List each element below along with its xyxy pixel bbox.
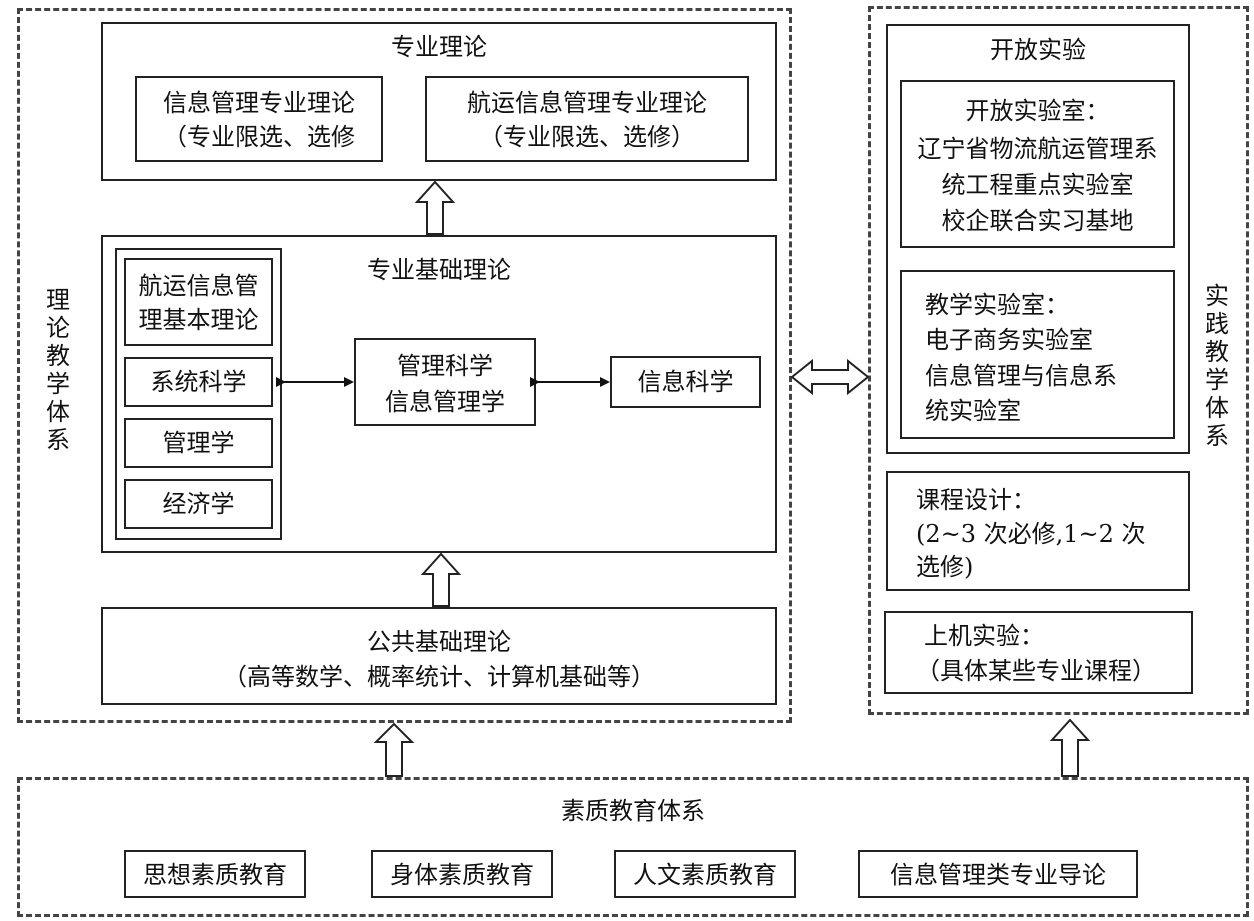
- computer-experiment-line2: （具体某些专业课程）: [916, 657, 1156, 685]
- mgmt-science-line1: 管理科学: [397, 352, 493, 380]
- practice-system-frame: [868, 6, 1249, 715]
- shipping-info-basic-line1: 航运信息管: [138, 272, 259, 300]
- shipping-info-mgmt-theory-line1: 航运信息管理专业理论: [467, 89, 707, 117]
- public-basic-box: [101, 607, 777, 705]
- open-lab-box: [900, 80, 1175, 248]
- quality-item-ideological-label: 思想素质教育: [143, 861, 287, 889]
- shipping-info-basic-box: [124, 258, 273, 346]
- public-basic-title: 公共基础理论: [367, 628, 511, 656]
- mgmt-science-line2: 信息管理学: [385, 388, 505, 416]
- quality-item-humanities-label: 人文素质教育: [633, 861, 777, 889]
- teaching-lab-box: [900, 270, 1175, 439]
- teaching-lab-line3: 信息管理与信息系: [925, 362, 1117, 390]
- teaching-lab-line1: 教学实验室：: [925, 291, 1069, 319]
- shipping-info-basic-line2: 理基本理论: [138, 306, 259, 334]
- open-lab-line4: 校企联合实习基地: [941, 207, 1134, 235]
- shipping-info-mgmt-theory-box: [425, 76, 749, 162]
- management-box: [124, 418, 273, 468]
- practice-system-label: 实践教学体系: [1205, 282, 1229, 450]
- up-arrow-public-to-basic: [420, 552, 462, 607]
- info-mgmt-theory-line2: （专业限选、选修: [163, 123, 355, 151]
- professional-basic-title: 专业基础理论: [367, 256, 511, 284]
- teaching-lab-line4: 统实验室: [925, 397, 1021, 425]
- open-lab-line1: 开放实验室：: [965, 97, 1110, 125]
- quality-item-humanities: [614, 850, 796, 898]
- quality-item-physical: [371, 850, 553, 898]
- course-design-line2: (2~3 次必修,1~2 次: [916, 520, 1146, 548]
- info-science-box: [610, 356, 761, 408]
- theory-system-frame: [17, 8, 792, 723]
- quality-item-ideological: [124, 850, 306, 898]
- professional-theory-title: 专业理论: [391, 33, 487, 61]
- up-arrow-quality-to-practice: [1049, 718, 1091, 777]
- management-label: 管理学: [162, 429, 235, 457]
- up-arrow-basic-to-professional: [414, 180, 456, 235]
- systems-science-box: [124, 357, 273, 407]
- open-lab-line3: 统工程重点实验室: [941, 171, 1134, 199]
- double-arrow-theory-practice: [790, 358, 870, 396]
- systems-science-label: 系统科学: [150, 368, 247, 396]
- course-design-box: [886, 471, 1190, 591]
- open-lab-line2: 辽宁省物流航运管理系: [917, 135, 1158, 163]
- course-design-line1: 课程设计：: [916, 486, 1036, 514]
- course-design-line3: 选修): [916, 553, 974, 581]
- info-mgmt-theory-box: [135, 76, 383, 162]
- quality-system-frame: [17, 777, 1249, 917]
- info-mgmt-theory-line1: 信息管理专业理论: [163, 89, 355, 117]
- quality-item-physical-label: 身体素质教育: [390, 861, 534, 889]
- public-basic-subtitle: （高等数学、概率统计、计算机基础等）: [223, 663, 655, 691]
- info-science-label: 信息科学: [637, 368, 734, 396]
- quality-item-intro: [858, 850, 1138, 898]
- economics-box: [124, 479, 273, 529]
- open-experiment-title: 开放实验: [990, 36, 1086, 64]
- theory-system-label: 理论教学体系: [46, 286, 70, 454]
- quality-item-intro-label: 信息管理类专业导论: [890, 861, 1106, 889]
- teaching-lab-line2: 电子商务实验室: [925, 326, 1093, 354]
- quality-system-title: 素质教育体系: [561, 797, 705, 825]
- shipping-info-mgmt-theory-line2: （专业限选、选修）: [479, 123, 695, 151]
- economics-label: 经济学: [162, 490, 235, 518]
- computer-experiment-line1: 上机实验：: [924, 622, 1044, 650]
- computer-experiment-box: [884, 611, 1193, 694]
- up-arrow-quality-to-theory: [373, 722, 415, 777]
